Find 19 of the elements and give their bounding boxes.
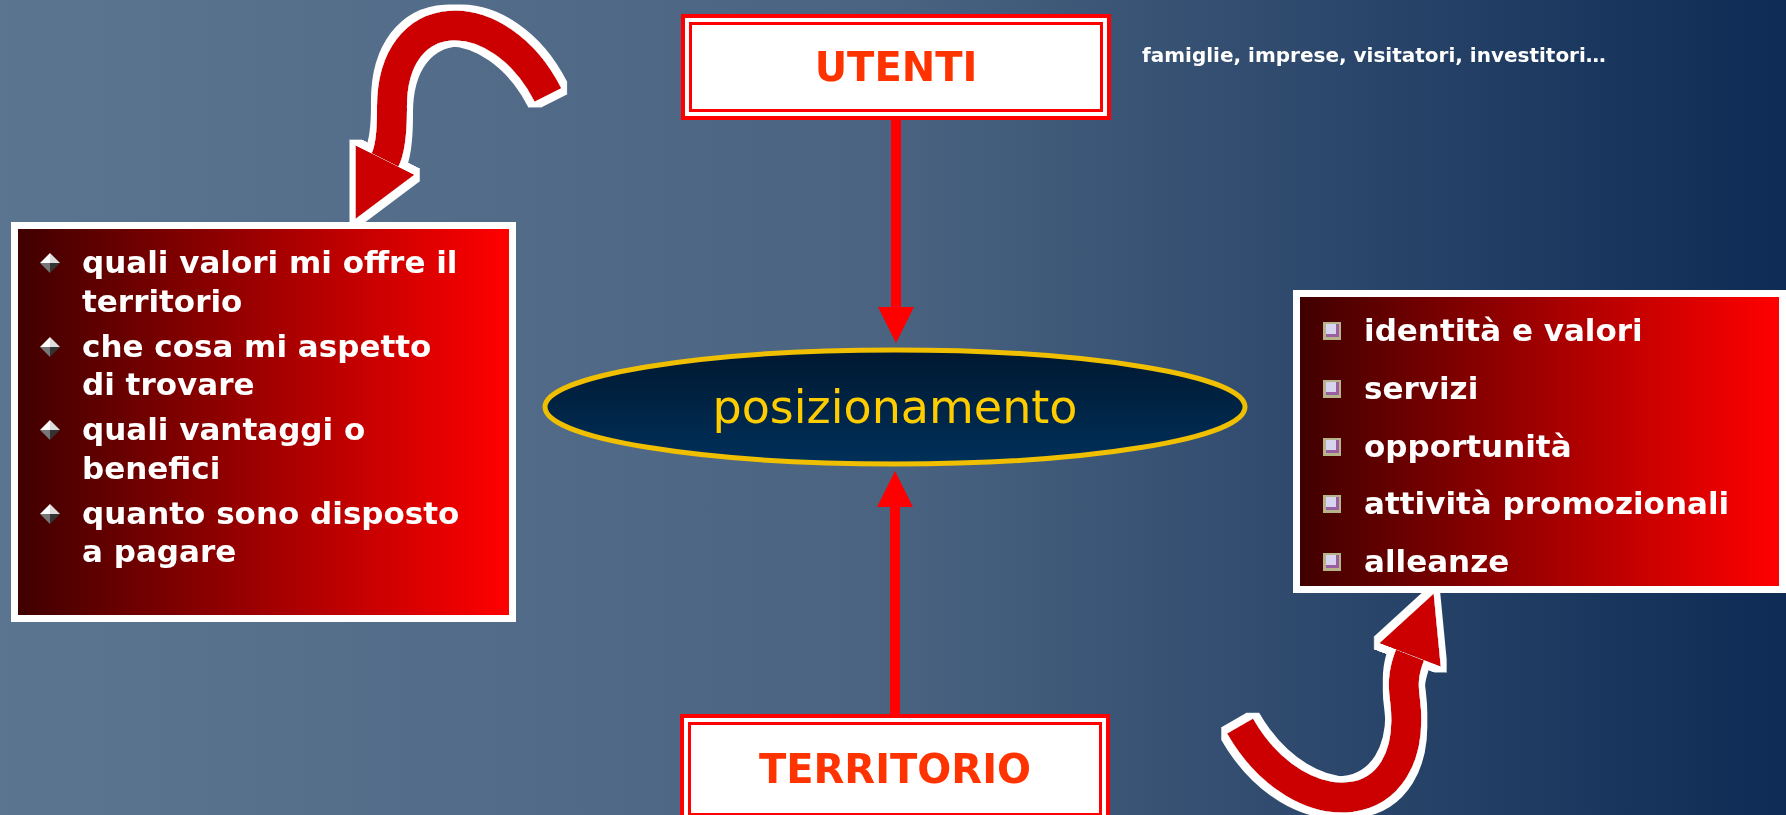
question-panel	[11, 222, 516, 622]
feature-panel	[1293, 290, 1786, 593]
title-box	[681, 14, 1111, 120]
bullet-text: identità e valori	[1364, 311, 1643, 350]
arrow	[354, 10, 561, 221]
bullet-text: attività promozionali	[1364, 484, 1730, 523]
bullet-text: opportunità	[1364, 426, 1572, 466]
arrow	[1227, 593, 1441, 812]
ellipse-label: posizionamento	[712, 380, 1078, 434]
arrow	[877, 471, 913, 714]
bullet-text: servizi	[1364, 368, 1479, 408]
box-label: TERRITORIO	[758, 746, 1032, 792]
title-box	[680, 714, 1110, 815]
bullet-text: quanto sono disposto a pagare	[82, 493, 461, 571]
arrow	[878, 120, 914, 343]
box-label: UTENTI	[814, 44, 978, 90]
ellipse-node	[542, 347, 1248, 467]
bullet-text: alleanze	[1364, 542, 1510, 581]
user-list-text: famiglie, imprese, visitatori, investitori…	[1142, 43, 1606, 67]
